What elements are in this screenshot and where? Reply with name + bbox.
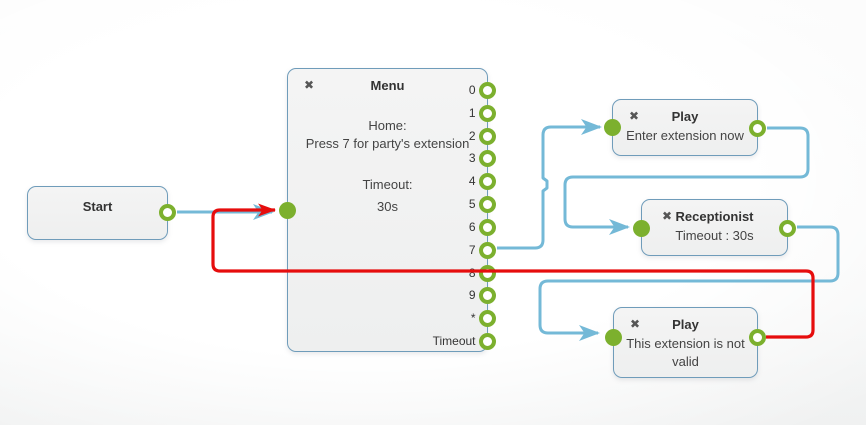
menu-port-row-1: 1 (468, 104, 496, 122)
receptionist-output-port[interactable] (779, 220, 796, 237)
port-label-1: 1 (468, 105, 476, 120)
port-label-0: 0 (468, 83, 476, 97)
port-label-4: 4 (468, 174, 476, 189)
menu-port-row-6: 6 (468, 218, 496, 236)
port-label-3: 3 (468, 151, 476, 166)
menu-output-port-9[interactable] (478, 287, 496, 305)
port-label-6: 6 (468, 219, 476, 234)
node-menu[interactable]: ✖ Menu Home: Press 7 for party's extensi… (279, 68, 496, 352)
menu-port-row-4: 4 (468, 173, 496, 191)
close-icon[interactable]: ✖ (304, 78, 315, 92)
menu-output-ports: 0 1 2 3 4 5 6 7 8 9 * Timeout (288, 82, 496, 350)
menu-port-row-2: 2 (468, 127, 496, 145)
menu-output-port-6[interactable] (478, 218, 496, 236)
menu-output-port-2[interactable] (478, 127, 496, 145)
node-play-invalid-subtitle: This extension is not valid (626, 336, 745, 369)
menu-port-row-9: 9 (468, 287, 496, 305)
close-icon[interactable]: ✖ (630, 317, 641, 331)
connection-menu7-to-play-enter[interactable] (497, 119, 602, 250)
menu-port-row-5: 5 (468, 196, 496, 214)
menu-port-row-8: 8 (468, 264, 496, 282)
node-receptionist-subtitle: Timeout : 30s (675, 228, 754, 243)
port-label-8: 8 (468, 265, 476, 280)
node-play-invalid[interactable]: ✖ Play This extension is not valid (605, 307, 766, 378)
play-invalid-output-port[interactable] (749, 329, 766, 346)
menu-output-port-1[interactable] (478, 104, 496, 122)
menu-output-port-timeout[interactable] (478, 332, 496, 350)
menu-output-port-8[interactable] (478, 264, 496, 282)
port-label-7: 7 (468, 242, 476, 257)
node-start-title: Start (82, 199, 113, 214)
receptionist-input-port[interactable] (633, 220, 650, 237)
port-label-2: 2 (468, 128, 476, 143)
node-play-enter-subtitle: Enter extension now (626, 128, 744, 143)
port-label-5: 5 (468, 197, 476, 212)
play-invalid-input-port[interactable] (605, 329, 622, 346)
menu-home-label: Home: (368, 118, 407, 133)
menu-port-row-timeout: Timeout (432, 332, 496, 350)
menu-port-row-7: 7 (468, 241, 496, 259)
menu-timeout-label: Timeout: (362, 177, 413, 192)
menu-port-row-0: 0 (469, 82, 496, 99)
start-output-port[interactable] (159, 204, 176, 221)
port-label-9: 9 (468, 288, 476, 303)
node-play-enter-title: Play (671, 109, 699, 124)
menu-output-port-star[interactable] (478, 310, 496, 328)
menu-port-row-3: 3 (468, 150, 496, 168)
node-receptionist[interactable]: ✖ Receptionist Timeout : 30s (633, 199, 796, 256)
port-label-star: * (470, 311, 476, 326)
menu-output-port-7[interactable] (478, 241, 496, 259)
menu-output-port-3[interactable] (478, 150, 496, 168)
play-enter-output-port[interactable] (749, 120, 766, 137)
menu-port-row-star: * (470, 310, 496, 328)
menu-output-port-5[interactable] (478, 196, 496, 214)
node-play-enter[interactable]: ✖ Play Enter extension now (604, 99, 766, 156)
close-icon[interactable]: ✖ (629, 109, 640, 123)
node-menu-title: Menu (370, 78, 405, 93)
menu-output-port-4[interactable] (478, 173, 496, 191)
menu-home-text: Press 7 for party's extension (305, 136, 470, 151)
play-enter-input-port[interactable] (604, 119, 621, 136)
port-label-timeout: Timeout (432, 333, 476, 348)
close-icon[interactable]: ✖ (662, 209, 673, 223)
menu-output-port-0[interactable] (478, 82, 496, 99)
node-start[interactable]: Start (27, 186, 176, 240)
